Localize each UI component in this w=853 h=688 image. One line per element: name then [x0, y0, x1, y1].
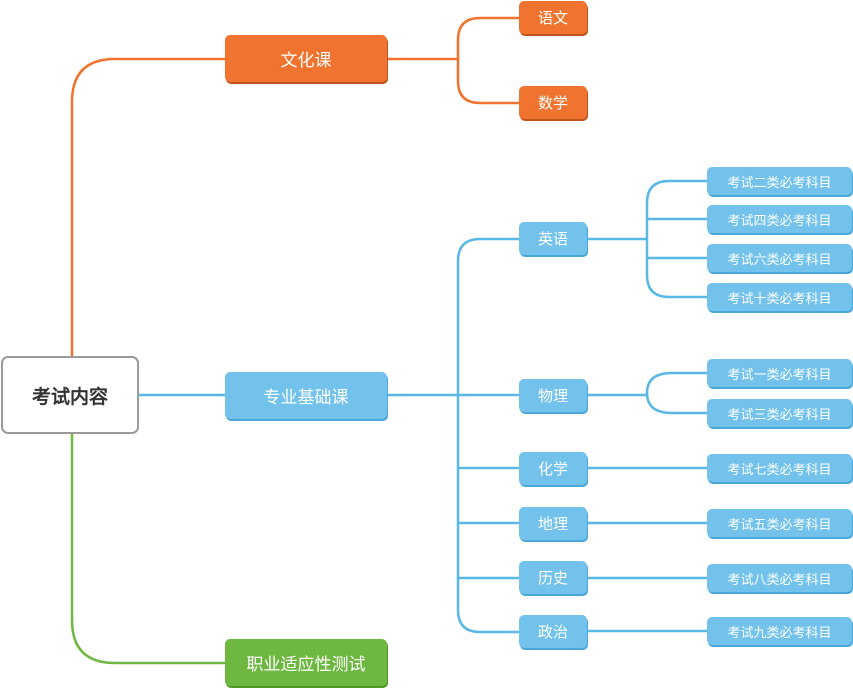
subject-history[interactable]: 历史 [519, 561, 587, 594]
subject-physics[interactable]: 物理 [519, 379, 587, 412]
exam-physics-2[interactable]: 考试三类必考科目 [707, 399, 852, 427]
subject-english[interactable]: 英语 [519, 222, 587, 255]
exam-english-3[interactable]: 考试六类必考科目 [707, 244, 852, 272]
link-major-politics [456, 393, 521, 634]
link-major-english [456, 237, 521, 397]
link-english-exam-1 [645, 179, 709, 241]
subject-math[interactable]: 数学 [519, 86, 587, 119]
exam-geography-1[interactable]: 考试五类必考科目 [707, 509, 852, 537]
exam-politics-1[interactable]: 考试九类必考科目 [707, 617, 852, 645]
exam-english-4[interactable]: 考试十类必考科目 [707, 283, 852, 311]
branch-major[interactable]: 专业基础课 [225, 372, 387, 419]
link-culture-chinese [385, 16, 521, 61]
exam-physics-1[interactable]: 考试一类必考科目 [707, 359, 852, 387]
link-root-culture [70, 57, 227, 358]
subject-chemistry[interactable]: 化学 [519, 452, 587, 485]
exam-chemistry-1[interactable]: 考试七类必考科目 [707, 454, 852, 482]
branch-vocational[interactable]: 职业适应性测试 [225, 639, 387, 686]
branch-culture[interactable]: 文化课 [225, 35, 387, 82]
root-node[interactable]: 考试内容 [1, 356, 139, 434]
link-english-exam-4 [645, 237, 709, 299]
exam-english-2[interactable]: 考试四类必考科目 [707, 205, 852, 233]
link-root-vocational [70, 432, 227, 665]
link-physics-exams [645, 371, 709, 415]
exam-history-1[interactable]: 考试八类必考科目 [707, 564, 852, 592]
subject-geography[interactable]: 地理 [519, 507, 587, 540]
link-culture-math [456, 57, 521, 105]
exam-english-1[interactable]: 考试二类必考科目 [707, 167, 852, 195]
subject-chinese[interactable]: 语文 [519, 1, 587, 34]
subject-politics[interactable]: 政治 [519, 615, 587, 648]
